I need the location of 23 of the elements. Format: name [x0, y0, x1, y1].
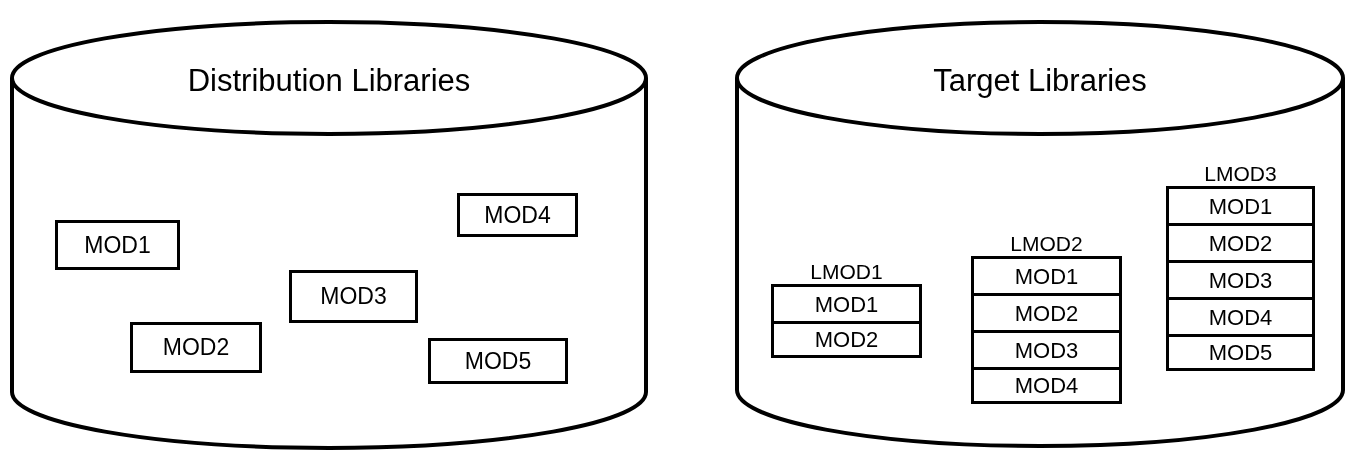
- stack-heading: LMOD2: [1010, 232, 1083, 256]
- module-row: MOD1: [971, 256, 1122, 293]
- module-box: MOD1: [55, 220, 180, 270]
- module-box: MOD4: [457, 193, 578, 237]
- module-row: MOD1: [1166, 186, 1315, 223]
- module-row: MOD3: [1166, 260, 1315, 297]
- module-box: MOD3: [289, 270, 418, 323]
- cylinder-title: Distribution Libraries: [187, 62, 471, 100]
- stack-heading: LMOD3: [1204, 162, 1277, 186]
- module-row: MOD4: [1166, 297, 1315, 334]
- module-box: MOD5: [428, 338, 568, 384]
- cylinder: [10, 20, 648, 450]
- module-row: MOD2: [1166, 223, 1315, 260]
- module-row: MOD2: [771, 321, 922, 358]
- cylinder-title: Target Libraries: [933, 62, 1147, 100]
- module-row: MOD3: [971, 330, 1122, 367]
- stack-heading: LMOD1: [810, 260, 883, 284]
- module-row: MOD2: [971, 293, 1122, 330]
- module-row: MOD1: [771, 284, 922, 321]
- module-row: MOD4: [971, 367, 1122, 404]
- module-row: MOD5: [1166, 334, 1315, 371]
- module-box: MOD2: [130, 322, 262, 373]
- cylinder: [735, 20, 1345, 448]
